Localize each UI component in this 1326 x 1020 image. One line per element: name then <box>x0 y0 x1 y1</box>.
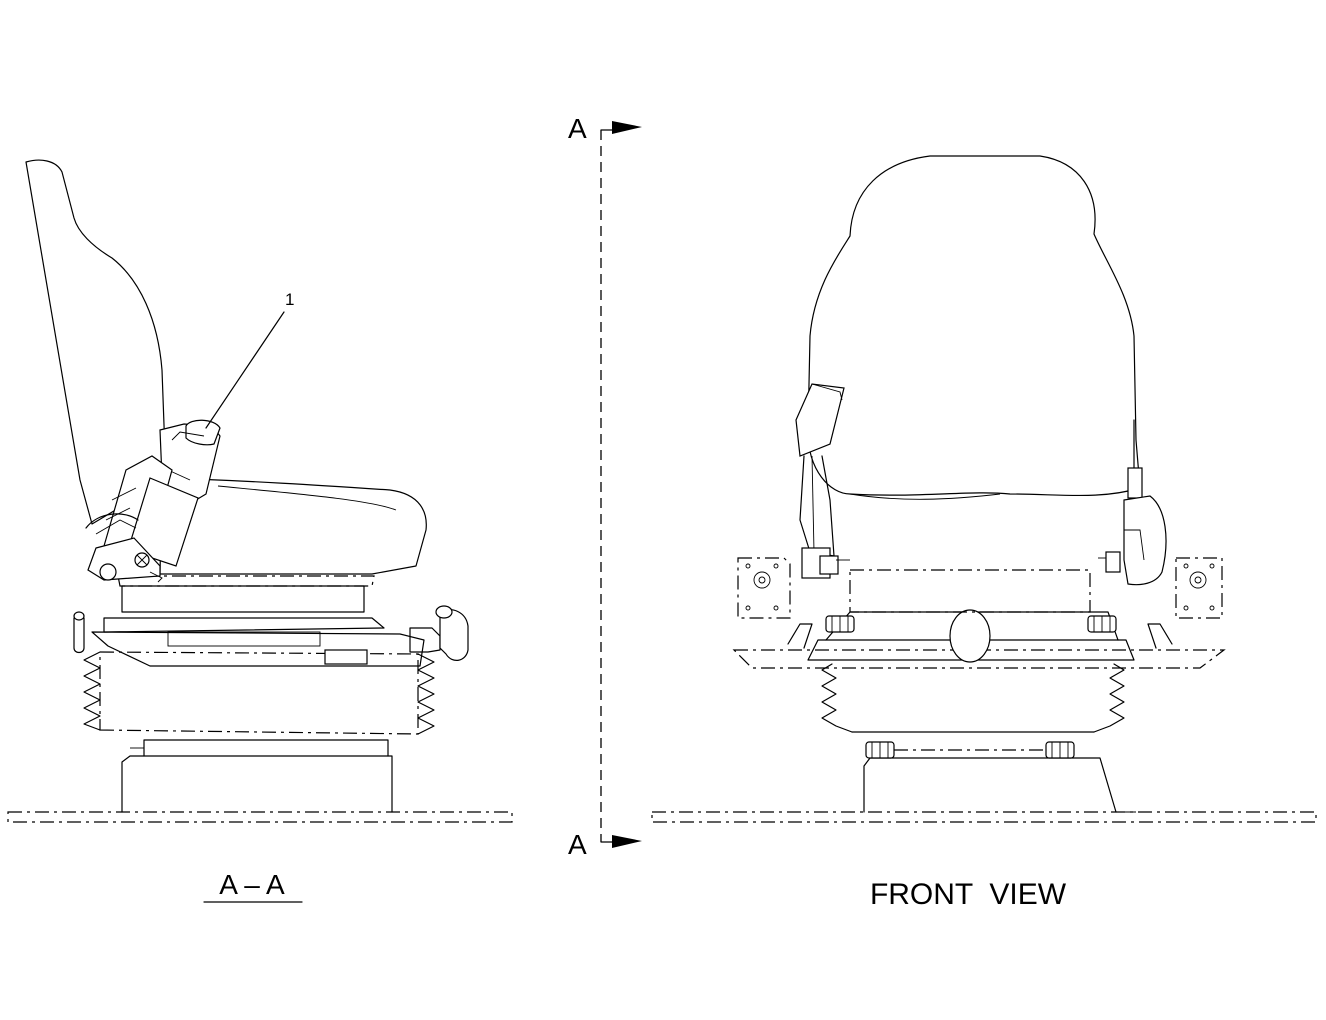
section-letter-top: A <box>568 113 587 144</box>
seat-belt-buckle-side <box>85 419 221 583</box>
seat-belt-buckle-front-left <box>795 383 850 579</box>
section-arrow-top-icon <box>612 121 642 134</box>
section-cut-line: A A <box>568 113 642 860</box>
callout-number-1: 1 <box>285 290 294 309</box>
section-view-label: A – A <box>219 869 285 900</box>
section-arrow-bottom-icon <box>612 835 642 848</box>
front-view-seat <box>651 155 1317 823</box>
front-view-label: FRONT VIEW <box>870 878 1067 911</box>
side-view-seat <box>7 159 513 823</box>
section-letter-bottom: A <box>568 829 587 860</box>
seat-belt-buckle-front-right <box>1098 419 1167 586</box>
callout-leader <box>205 311 285 429</box>
